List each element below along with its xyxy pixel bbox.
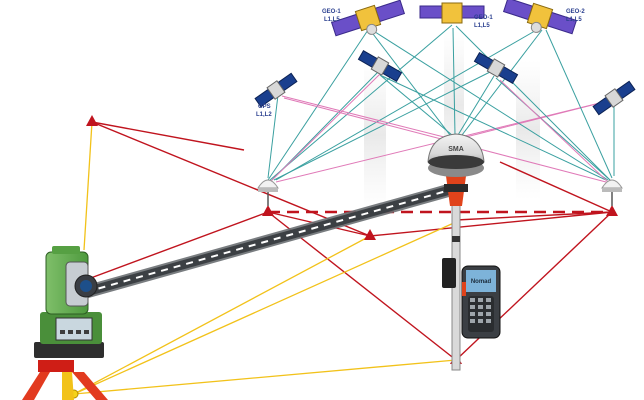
laser-beam [79,183,457,299]
geo-satellite-left-label: GEO-1 [322,9,341,15]
gps-satellite-2 [357,49,403,83]
control-point-marker [86,115,98,126]
control-point-marker [606,205,618,216]
gps-satellite-left [254,72,298,108]
geo-satellite-left-band: L1,L5 [324,17,340,23]
geo-satellite-right-band: L1,L5 [566,17,582,23]
gps-satellite-3 [473,51,519,85]
total-station [22,246,108,400]
yellow-network-lines [73,121,457,395]
gps-satellite-4 [592,80,636,116]
gps-satellite-label: GPS [258,104,271,110]
geo-satellite-left [330,0,406,37]
signal-lines [267,24,615,183]
geo-satellite-mid-label: GEO-1 [474,15,493,21]
base-receiver-right [601,179,623,206]
geo-satellite-mid-band: L1,L5 [474,23,490,29]
gps-satellite-band: L1,L2 [256,112,272,118]
field-controller: Nomad [442,258,501,339]
rover-brand-label: SMA [448,146,464,153]
controller-brand-label: Nomad [471,279,492,285]
control-point-marker [364,229,376,240]
control-point-marker [262,205,274,216]
geo-satellite-right [502,0,578,35]
geo-satellite-mid [419,2,485,24]
geo-satellite-right-label: GEO-2 [566,9,585,15]
base-receiver-left [257,179,279,206]
